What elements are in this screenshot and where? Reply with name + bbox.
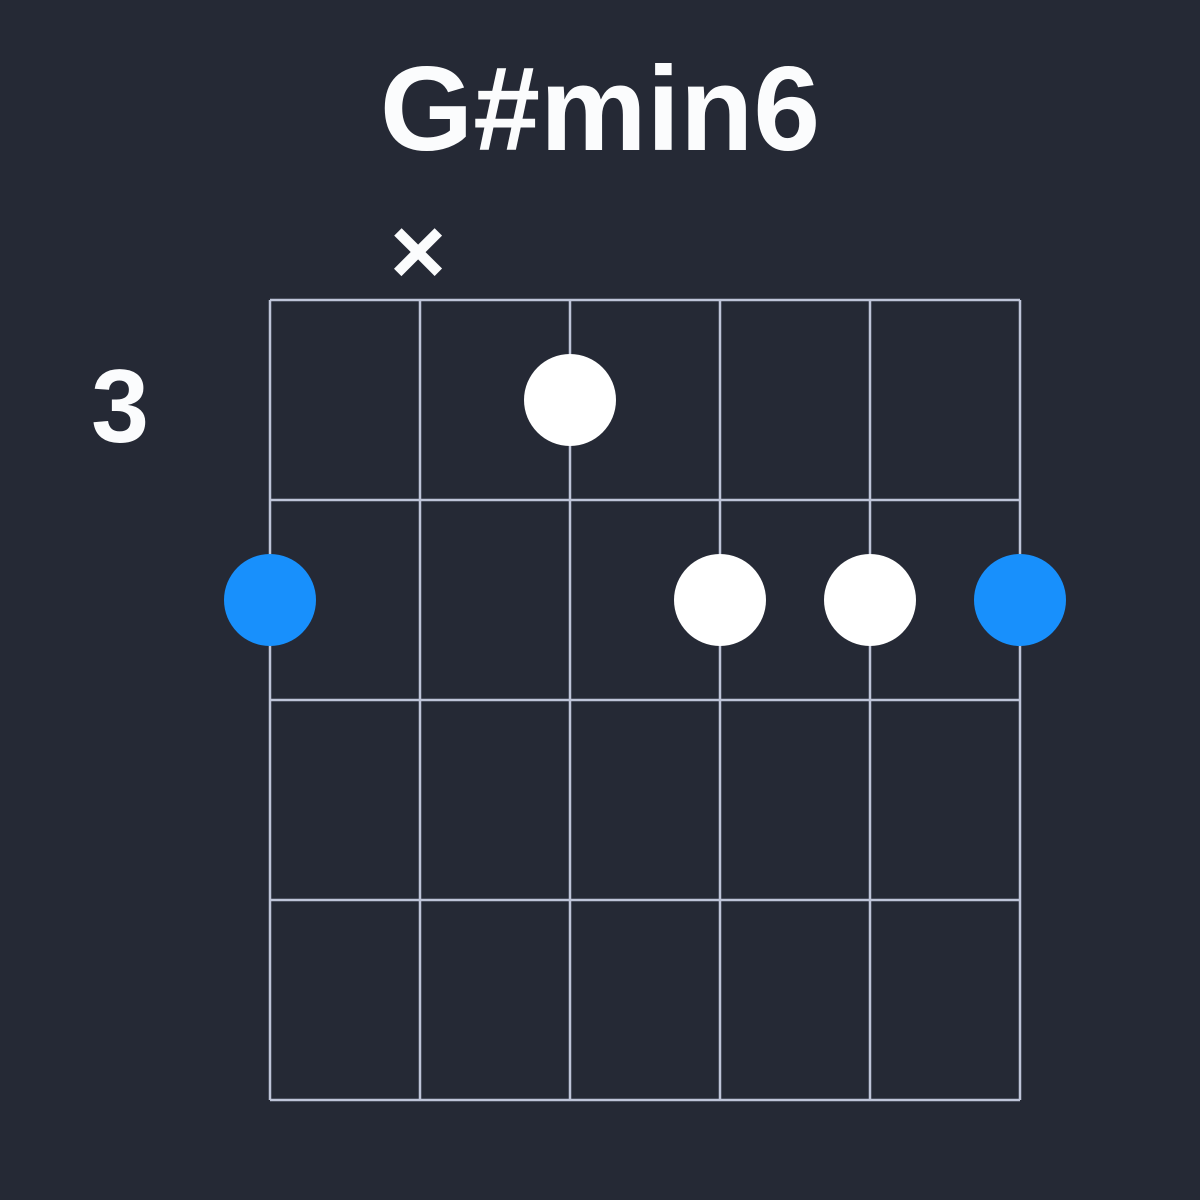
finger-dot bbox=[524, 354, 616, 446]
finger-dot bbox=[674, 554, 766, 646]
root-note-dot bbox=[224, 554, 316, 646]
chord-title: G#min6 bbox=[380, 42, 820, 176]
fretboard-grid bbox=[268, 298, 1022, 1102]
finger-dot bbox=[824, 554, 916, 646]
starting-fret-label: 3 bbox=[91, 349, 149, 465]
muted-string-icon: × bbox=[390, 198, 446, 305]
root-note-dot bbox=[974, 554, 1066, 646]
finger-dots bbox=[224, 354, 1066, 646]
